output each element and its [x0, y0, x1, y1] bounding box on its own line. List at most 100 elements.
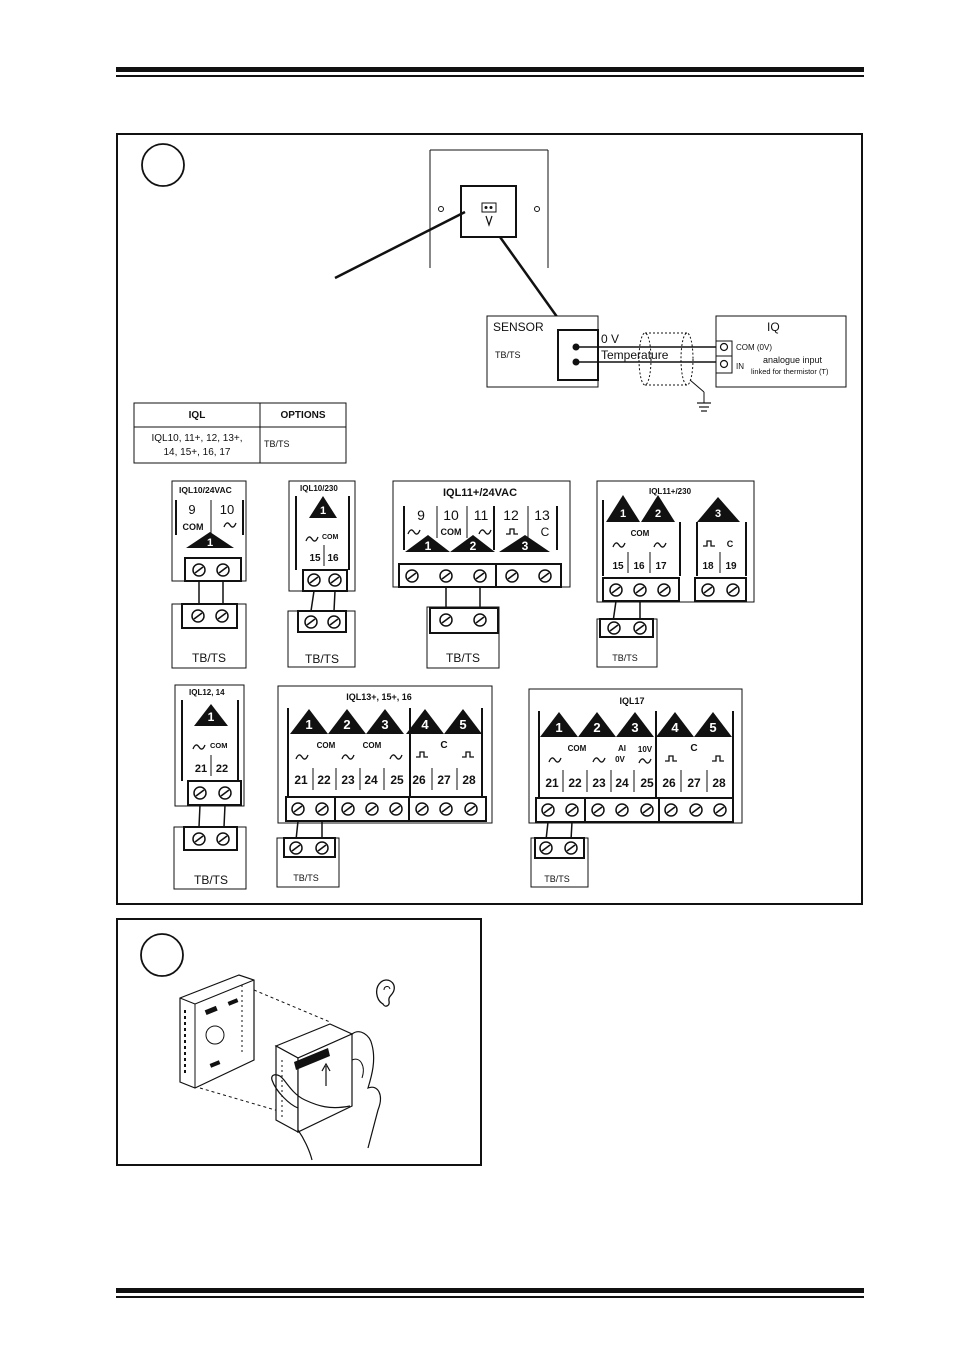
terminal-28: 28 — [712, 776, 726, 790]
step-circle-2 — [140, 933, 184, 977]
triangle-5: 5 — [709, 720, 716, 735]
triangle-1: 1 — [555, 720, 562, 735]
iql10-230-title: IQL10/230 — [300, 484, 338, 493]
triangle-2: 2 — [655, 508, 661, 520]
figure-mounting-panel — [116, 918, 482, 1166]
com-label: COM — [631, 529, 650, 538]
triangle-3: 3 — [715, 508, 721, 520]
triangle-2: 2 — [593, 720, 600, 735]
sensor-tbts-label: TB/TS — [544, 874, 570, 884]
c-label: C — [727, 539, 734, 549]
iql17-title: IQL17 — [619, 696, 644, 706]
header-rule — [116, 67, 864, 77]
sensor-block: SENSOR TB/TS 0 V Temperature — [486, 315, 724, 412]
table-cell-option: TB/TS — [264, 439, 290, 449]
triangle-2: 2 — [470, 539, 477, 553]
triangle-1: 1 — [320, 505, 326, 517]
iq-com-label: COM (0V) — [736, 343, 772, 352]
com-label-2: COM — [363, 741, 382, 750]
wiring-iql12-14: IQL12, 14 1 COM 21 22 TB/TS — [173, 684, 247, 890]
terminal-9: 9 — [188, 502, 195, 517]
terminal-21: 21 — [545, 776, 559, 790]
iq-block: IQ COM (0V) IN analogue input linked for… — [715, 315, 847, 388]
iql11-24-title: IQL11+/24VAC — [443, 487, 517, 499]
step-circle-1 — [141, 143, 185, 187]
iq-desc-line1: analogue input — [763, 355, 823, 365]
terminal-23: 23 — [592, 776, 606, 790]
wiring-iql17: IQL17 1 2 3 4 5 COM AI 0V 10V C — [528, 688, 743, 888]
c-label: C — [690, 743, 697, 754]
terminal-9: 9 — [417, 507, 425, 523]
terminal-15: 15 — [612, 561, 624, 572]
terminal-26: 26 — [662, 776, 676, 790]
iq-in-label: IN — [736, 362, 744, 371]
triangle-3: 3 — [631, 720, 638, 735]
terminal-17: 17 — [655, 561, 667, 572]
terminal-25: 25 — [640, 776, 654, 790]
iq-desc-line2: linked for thermistor (T) — [751, 367, 829, 376]
terminal-22: 22 — [568, 776, 582, 790]
com-label: COM — [210, 741, 228, 750]
wire-0v-label: 0 V — [601, 332, 619, 346]
triangle-1: 1 — [207, 537, 213, 549]
com-label-1: COM — [317, 741, 336, 750]
triangle-4: 4 — [421, 717, 429, 732]
terminal-16: 16 — [327, 553, 339, 564]
ai-label: AI — [618, 744, 626, 753]
wire-temperature-label: Temperature — [601, 348, 669, 362]
hands-illustration — [271, 1031, 381, 1161]
wiring-iql11-230: IQL11+/230 1 2 3 COM C 15 16 17 18 19 — [596, 480, 755, 668]
footer-rule — [116, 1288, 864, 1298]
terminal-11: 11 — [474, 507, 489, 523]
ten-v-label: 10V — [638, 745, 653, 754]
iql11-230-title: IQL11+/230 — [649, 487, 692, 496]
triangle-2: 2 — [343, 717, 350, 732]
iql10-24-title: IQL10/24VAC — [179, 485, 232, 495]
terminal-25: 25 — [390, 773, 404, 787]
iql13-title: IQL13+, 15+, 16 — [346, 692, 412, 702]
terminal-10: 10 — [443, 507, 459, 523]
terminal-15: 15 — [309, 553, 321, 564]
terminal-24: 24 — [364, 773, 378, 787]
com-label: COM — [183, 522, 204, 532]
table-header-iql: IQL — [189, 410, 206, 421]
com-label: COM — [441, 527, 462, 537]
terminal-27: 27 — [437, 773, 451, 787]
iql12-title: IQL12, 14 — [189, 688, 225, 697]
triangle-3: 3 — [381, 717, 388, 732]
terminal-12: 12 — [503, 507, 519, 523]
sensor-tbts-label: TB/TS — [612, 653, 638, 663]
triangle-4: 4 — [671, 720, 679, 735]
iq-label: IQ — [767, 320, 780, 334]
terminal-23: 23 — [341, 773, 355, 787]
wiring-iql10-24vac: IQL10/24VAC 9 10 COM 1 TB/TS — [171, 480, 247, 669]
sensor-housing-illustration — [274, 1023, 354, 1134]
table-cell-iql-line2: 14, 15+, 16, 17 — [163, 447, 230, 458]
terminal-24: 24 — [615, 776, 629, 790]
triangle-1: 1 — [425, 539, 432, 553]
triangle-1: 1 — [620, 508, 626, 520]
wiring-iql11-24vac: IQL11+/24VAC 9 10 11 12 13 COM C 1 2 3 — [392, 480, 571, 669]
com-label: COM — [322, 534, 339, 541]
terminal-21: 21 — [294, 773, 308, 787]
terminal-26: 26 — [412, 773, 426, 787]
com-label: COM — [568, 744, 587, 753]
terminal-22: 22 — [317, 773, 331, 787]
wall-sensor-illustration — [334, 149, 567, 329]
terminal-28: 28 — [462, 773, 476, 787]
terminal-21: 21 — [195, 763, 207, 775]
terminal-16: 16 — [633, 561, 645, 572]
table-header-options: OPTIONS — [280, 410, 325, 421]
back-plate-illustration — [179, 974, 255, 1089]
c-label: C — [541, 525, 550, 539]
triangle-5: 5 — [459, 717, 466, 732]
wiring-iql13-15-16: IQL13+, 15+, 16 1 2 3 4 5 COM COM C — [276, 685, 493, 888]
triangle-1: 1 — [305, 717, 312, 732]
terminal-19: 19 — [725, 561, 737, 572]
triangle-1: 1 — [208, 710, 215, 724]
sensor-tbts-label: TB/TS — [194, 873, 228, 887]
sensor-tbts-label: TB/TS — [293, 873, 319, 883]
sensor-option-label: TB/TS — [495, 350, 521, 360]
sensor-tbts-label: TB/TS — [305, 652, 339, 666]
